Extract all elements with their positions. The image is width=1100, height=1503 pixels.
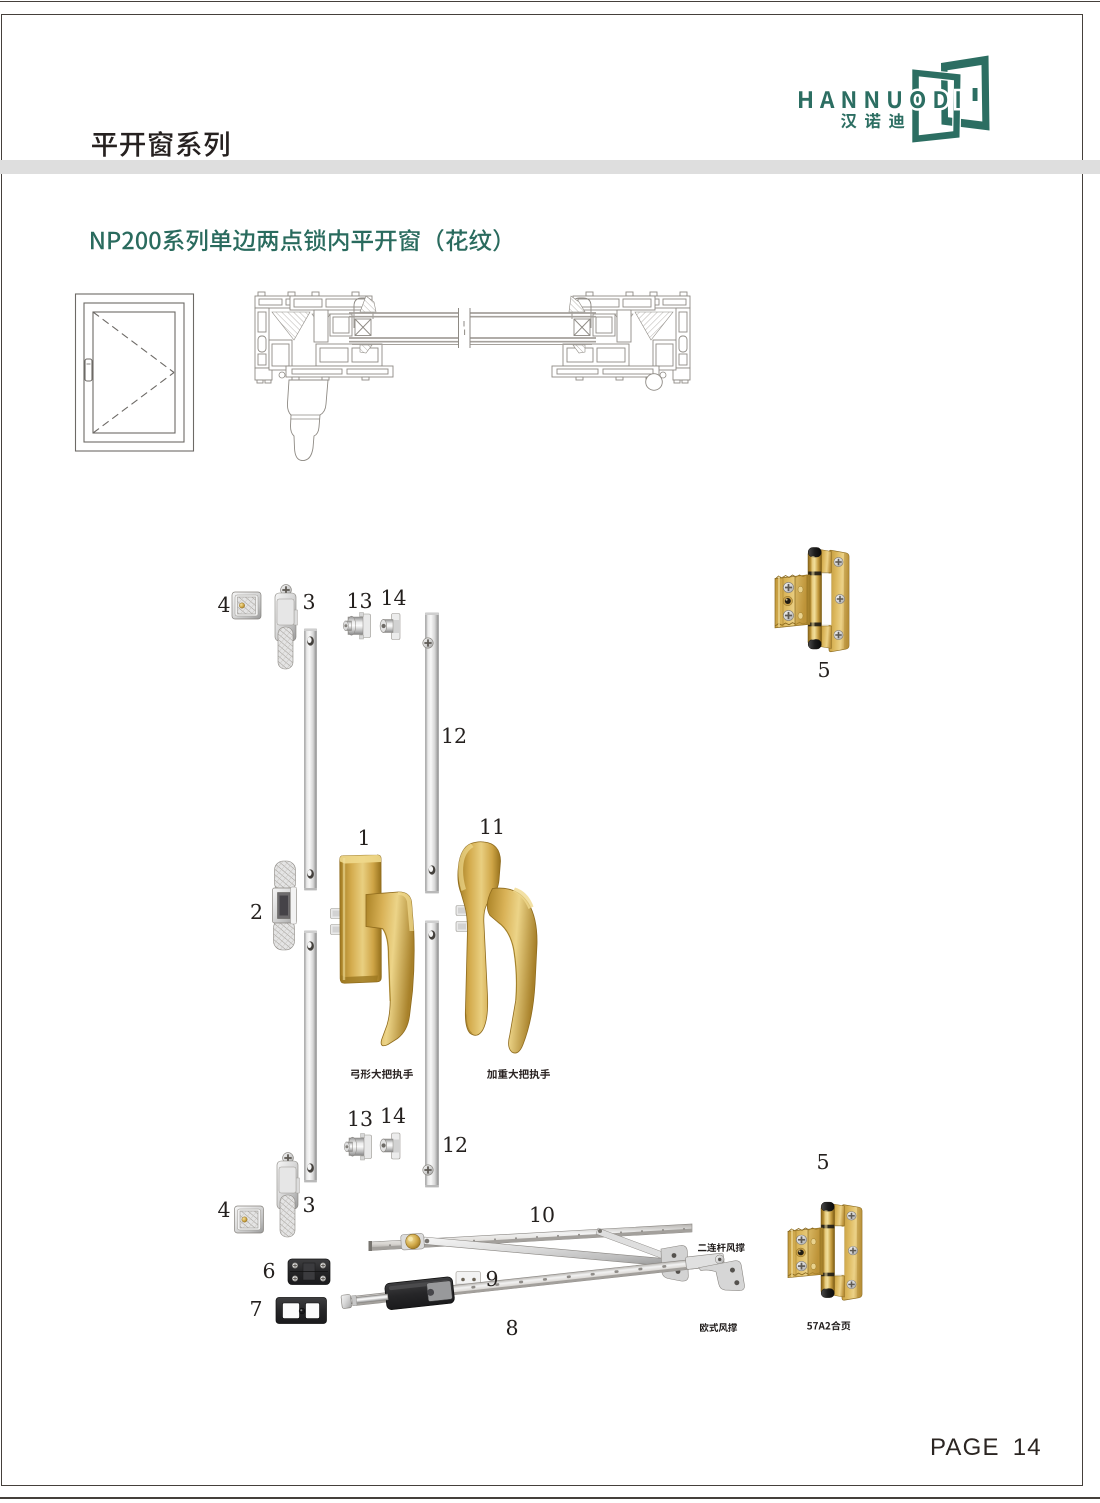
pin-part14-top — [379, 613, 401, 640]
friction-stay-part8 — [340, 1252, 745, 1310]
part-label-11: 11 — [478, 815, 506, 839]
caption-stay8-glyphs — [699, 1323, 738, 1333]
roller-cam-part13-top — [342, 612, 371, 640]
logo-window-icon — [911, 55, 990, 144]
lock-body-part2 — [272, 860, 297, 951]
part-label-4-bottom: 4 — [217, 1198, 231, 1222]
roller-cam-part13-bottom — [343, 1133, 372, 1161]
lock-bar-left-lower — [304, 930, 317, 1183]
part-label-4-top: 4 — [217, 593, 231, 617]
striker-block-part6 — [287, 1258, 331, 1285]
part-label-1: 1 — [357, 826, 371, 850]
caption-hinge5: 57A2合页 — [804, 1318, 853, 1333]
logo-cjk-text-glyphs — [840, 113, 905, 129]
pin-part14-bottom — [379, 1132, 401, 1160]
product-title-text: NP200系列单边两点锁内平开窗（花纹） — [88, 226, 503, 255]
part-label-3-bottom: 3 — [302, 1193, 316, 1217]
caption-stay8: 欧式风撑 — [697, 1320, 740, 1335]
part-label-2: 2 — [249, 900, 264, 924]
caption-handle1-glyphs — [350, 1068, 413, 1079]
header-divider-band — [0, 160, 1100, 174]
lock-bar-right-lower — [422, 920, 439, 1188]
hinge-part5-bottom — [787, 1201, 863, 1301]
friction-stay-part10 — [368, 1223, 693, 1282]
part-label-13-bottom: 13 — [346, 1107, 374, 1131]
page-bottom-rule — [0, 1497, 1100, 1499]
casement-window-schematic — [74, 293, 195, 452]
part-label-5-bottom: 5 — [816, 1150, 830, 1174]
caption-hinge5-glyphs — [807, 1320, 851, 1331]
caption-stay10-glyphs — [697, 1243, 745, 1253]
logo-name-text: HANNUODI — [791, 83, 968, 116]
hinge-part5-top — [774, 547, 850, 653]
lock-point-part3-top — [274, 584, 298, 670]
page-top-rule — [0, 1, 1100, 3]
part-label-10: 10 — [528, 1203, 556, 1227]
keeper-part4-top — [231, 591, 262, 620]
part-label-7: 7 — [249, 1297, 263, 1321]
footer-page-number: 14 — [1012, 1434, 1042, 1461]
part-label-12-top: 12 — [440, 724, 468, 748]
part-label-14-bottom: 14 — [379, 1104, 407, 1128]
part-label-6: 6 — [262, 1259, 276, 1283]
part-label-8: 8 — [505, 1316, 519, 1340]
lock-bar-left-upper — [304, 628, 317, 891]
lock-bar-right-upper — [422, 612, 439, 894]
part-label-5-top: 5 — [817, 658, 831, 682]
logo-cjk-text: 汉诺迪 — [838, 110, 907, 132]
part-label-12-bottom: 12 — [441, 1133, 469, 1157]
part-label-3-top: 3 — [302, 590, 316, 614]
logo-name-text-glyphs — [796, 87, 963, 111]
part-label-14-top: 14 — [380, 586, 407, 610]
part-label-9: 9 — [485, 1267, 499, 1291]
page-border-frame — [1, 14, 1083, 1486]
part-label-13-top: 13 — [346, 589, 373, 613]
caption-stay10: 二连杆风撑 — [695, 1240, 748, 1255]
caption-handle11: 加重大把执手 — [484, 1066, 553, 1082]
caption-handle11-glyphs — [486, 1068, 550, 1079]
series-header-text: 平开窗系列 — [89, 128, 232, 160]
page-footer: PAGE 14 — [930, 1434, 1042, 1462]
caption-handle1: 弓形大把执手 — [348, 1066, 416, 1082]
profile-cross-section — [254, 291, 691, 461]
series-header-text-glyphs — [92, 130, 229, 157]
footer-page-label: PAGE — [930, 1434, 1000, 1461]
handle-part1 — [330, 854, 415, 1047]
product-title-text-glyphs — [90, 229, 500, 252]
lock-point-part3-bottom — [276, 1152, 300, 1238]
handle-part11 — [455, 841, 538, 1054]
guide-block-part7 — [275, 1297, 327, 1324]
keeper-part4-bottom — [234, 1205, 264, 1234]
